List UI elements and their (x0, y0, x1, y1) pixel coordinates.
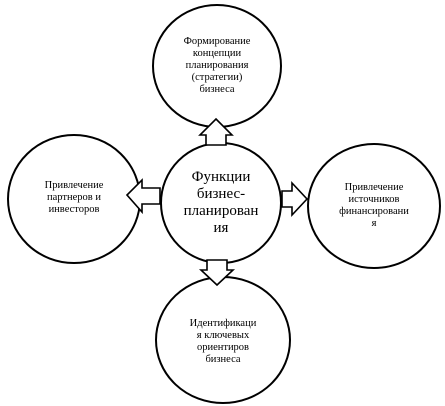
center-label: Функции бизнес- планирован ия (183, 169, 259, 236)
left-arrow (125, 178, 161, 215)
up-arrow (198, 117, 234, 146)
bottom-node-label: Идентификаци я ключевых ориентиров бизне… (189, 318, 257, 365)
right-circle (307, 143, 441, 269)
left-node-label: Привлечение партнеров и инвесторов (44, 180, 104, 215)
right-arrow (281, 180, 309, 218)
down-arrow (198, 259, 236, 287)
top-node-label: Формирование концепции планирования (стр… (183, 36, 251, 95)
right-node-label: Привлечение источников финансировани я (339, 182, 409, 229)
